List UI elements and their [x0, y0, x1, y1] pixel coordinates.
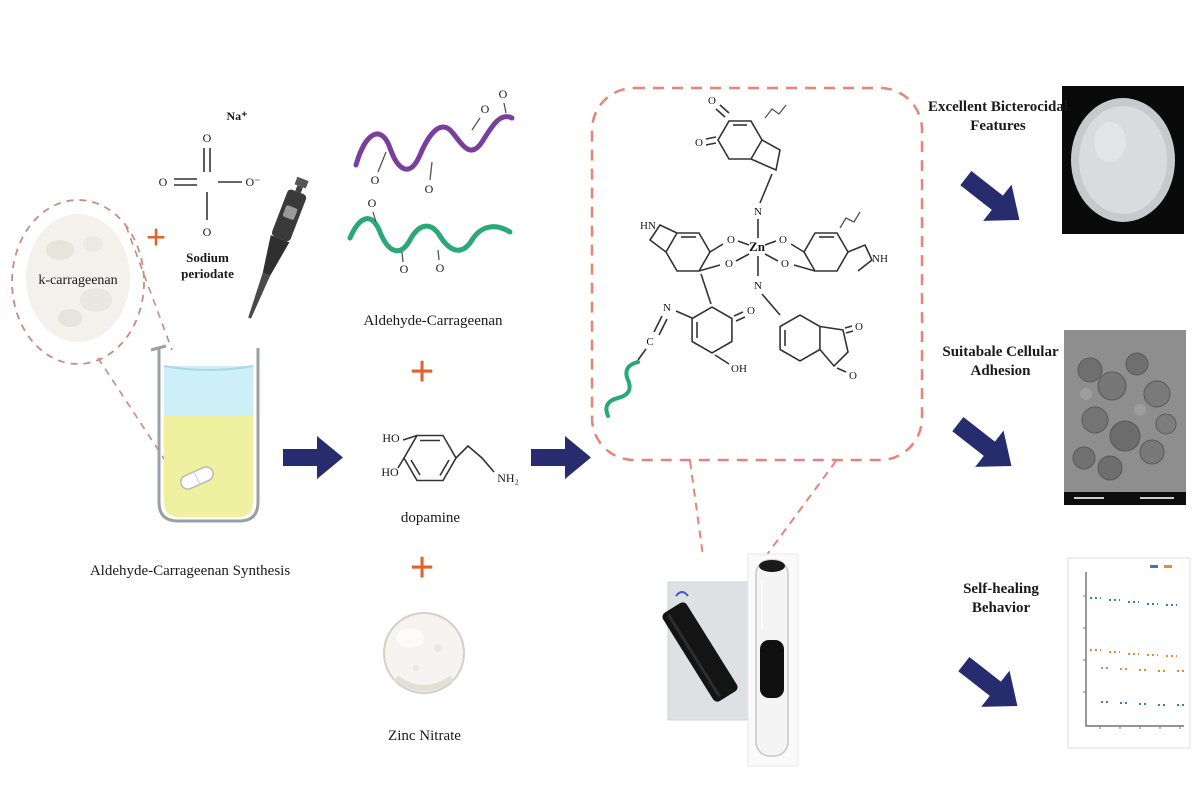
plus-sign-2: + — [409, 347, 435, 396]
k-carrageenan-label: k-carrageenan — [38, 273, 118, 288]
atom-o: O — [499, 87, 508, 101]
arrow-right-2 — [531, 436, 591, 479]
graph-series-orange — [1090, 649, 1184, 672]
synthesis-label: Aldehyde-Carrageenan Synthesis — [89, 563, 291, 579]
outcome-line: Self-healing — [963, 581, 1039, 597]
zinc-nitrate-icon — [383, 612, 465, 694]
atom-ho: HO — [381, 465, 399, 479]
atom-o: O — [203, 225, 212, 239]
product-dashed-box — [590, 86, 924, 462]
atom-n: N — [663, 302, 671, 314]
petri-dish-image — [1062, 86, 1184, 234]
sodium-periodate-line1: Sodium — [186, 250, 229, 265]
arrow-outcome-2 — [952, 417, 1012, 467]
zinc-complex-structure: O O N Zn N O O O O HN O OH — [604, 95, 888, 418]
atom-n: N — [754, 280, 762, 292]
atom-o: O — [725, 258, 733, 270]
hydrogel-photo — [662, 553, 799, 767]
atom-o: O — [695, 137, 703, 149]
beaker-icon — [150, 344, 260, 523]
outcome-label-self-healing: Self-healing Behavior — [942, 580, 1060, 618]
atom-na: Na⁺ — [227, 109, 248, 123]
atom-o: O — [481, 102, 490, 116]
atom-o: O — [781, 258, 789, 270]
outcome-line: Suitabale Cellular — [942, 344, 1059, 360]
atom-o: O — [436, 261, 445, 275]
dopamine-structure: HO HO NH₂ — [381, 431, 518, 485]
atom-nh2: NH₂ — [497, 471, 519, 485]
atom-o: O — [855, 321, 863, 333]
plus-sign-3: + — [409, 543, 435, 592]
outcome-line: Features — [970, 117, 1026, 134]
sodium-periodate-structure: O O O O⁻ — [159, 131, 261, 239]
atom-o: O — [368, 196, 377, 210]
atom-o: O — [779, 234, 787, 246]
atom-o: O — [747, 305, 755, 317]
outcome-line: Behavior — [971, 599, 1031, 616]
atom-o: O — [159, 175, 168, 189]
atom-hn: HN — [640, 220, 656, 232]
sodium-periodate-line2: periodate — [181, 266, 234, 282]
atom-o: O — [400, 262, 409, 276]
dopamine-label: dopamine — [400, 510, 461, 526]
zinc-nitrate-label: Zinc Nitrate — [388, 728, 461, 744]
self-healing-graph — [1067, 557, 1191, 749]
atom-o: O — [371, 173, 380, 187]
outcome-line: Excellent Bicterocidal — [927, 99, 1069, 115]
atom-o: O — [203, 131, 212, 145]
atom-o-minus: O⁻ — [246, 175, 261, 189]
stir-capsule-icon — [180, 466, 214, 490]
atom-nh: NH — [872, 253, 888, 265]
aldehyde-carrageenan-label: Aldehyde-Carrageenan — [363, 313, 503, 329]
pipette-icon — [248, 176, 309, 319]
sodium-periodate-label: Sodium periodate — [165, 250, 250, 283]
atom-o: O — [708, 95, 716, 107]
outcome-line: Adhesion — [970, 362, 1031, 379]
sem-image — [1064, 330, 1186, 505]
atom-oh: OH — [731, 363, 747, 375]
arrow-right-1 — [283, 436, 343, 479]
box-to-photo-connectors — [689, 460, 837, 557]
k-carrageenan-powder-icon — [11, 199, 145, 365]
green-polymer-chain: O O O — [347, 196, 513, 276]
arrow-outcome-3 — [958, 657, 1018, 707]
outcome-label-bactericidal: Excellent Bicterocidal Features — [918, 98, 1078, 136]
atom-c: C — [646, 336, 653, 348]
atom-n: N — [754, 206, 762, 218]
arrow-outcome-1 — [960, 171, 1020, 221]
atom-o: O — [425, 182, 434, 196]
atom-o: O — [727, 234, 735, 246]
plus-sign-1: + — [145, 217, 167, 257]
purple-polymer-chain: O O O O — [353, 87, 515, 196]
atom-zn: Zn — [749, 239, 766, 254]
atom-o: O — [849, 370, 857, 382]
outcome-label-adhesion: Suitabale Cellular Adhesion — [928, 343, 1073, 381]
atom-ho: HO — [382, 431, 400, 445]
graph-series-blue — [1090, 597, 1184, 706]
